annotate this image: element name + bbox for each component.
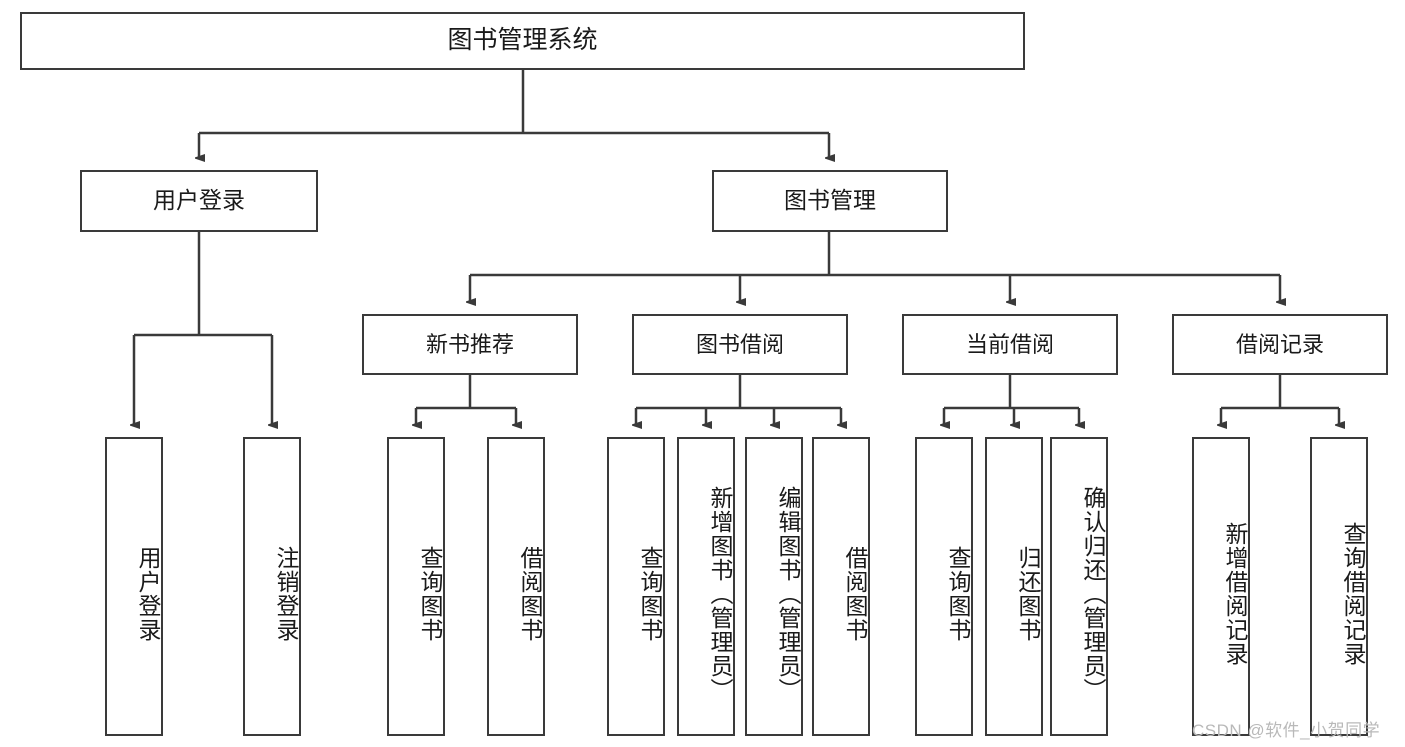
node-leaf-user-logout-label: 注销登录 [273, 545, 299, 642]
node-root[interactable]: 图书管理系统 [20, 12, 1025, 70]
node-leaf-user-login[interactable]: 用户登录 [105, 437, 163, 736]
node-leaf-borrow-book-2[interactable]: 借阅图书 [812, 437, 870, 736]
node-new-book-recommend[interactable]: 新书推荐 [362, 314, 578, 375]
node-borrow-record-label: 借阅记录 [1235, 331, 1324, 357]
node-leaf-query-record[interactable]: 查询借阅记录 [1310, 437, 1368, 736]
node-leaf-query-book-1-label: 查询图书 [417, 545, 443, 642]
watermark-text: CSDN @软件_小贺同学 [1192, 721, 1381, 740]
node-leaf-add-record[interactable]: 新增借阅记录 [1192, 437, 1250, 736]
node-book-manage-label: 图书管理 [784, 187, 876, 214]
node-leaf-return-book[interactable]: 归还图书 [985, 437, 1043, 736]
node-leaf-edit-book[interactable]: 编辑图书（管理员） [745, 437, 803, 736]
node-user-login[interactable]: 用户登录 [80, 170, 318, 232]
node-leaf-user-logout[interactable]: 注销登录 [243, 437, 301, 736]
node-leaf-borrow-book-2-label: 借阅图书 [842, 545, 868, 642]
node-leaf-borrow-book-1-label: 借阅图书 [517, 545, 543, 642]
node-leaf-add-book-label: 新增图书（管理员） [707, 485, 733, 702]
node-book-borrow-label: 图书借阅 [695, 331, 784, 357]
node-root-label: 图书管理系统 [447, 26, 598, 55]
node-leaf-edit-book-label: 编辑图书（管理员） [775, 485, 801, 702]
node-current-borrow[interactable]: 当前借阅 [902, 314, 1118, 375]
node-book-borrow[interactable]: 图书借阅 [632, 314, 848, 375]
node-current-borrow-label: 当前借阅 [965, 331, 1054, 357]
node-user-login-label: 用户登录 [153, 187, 245, 214]
node-book-manage[interactable]: 图书管理 [712, 170, 948, 232]
node-borrow-record[interactable]: 借阅记录 [1172, 314, 1388, 375]
node-leaf-query-record-label: 查询借阅记录 [1340, 521, 1366, 666]
node-leaf-user-login-label: 用户登录 [135, 545, 161, 642]
node-leaf-confirm-return-label: 确认归还（管理员） [1080, 485, 1106, 702]
node-leaf-query-book-3[interactable]: 查询图书 [915, 437, 973, 736]
node-leaf-confirm-return[interactable]: 确认归还（管理员） [1050, 437, 1108, 736]
node-leaf-return-book-label: 归还图书 [1015, 545, 1041, 642]
node-leaf-borrow-book-1[interactable]: 借阅图书 [487, 437, 545, 736]
node-leaf-query-book-2[interactable]: 查询图书 [607, 437, 665, 736]
node-leaf-query-book-1[interactable]: 查询图书 [387, 437, 445, 736]
node-leaf-query-book-2-label: 查询图书 [637, 545, 663, 642]
node-leaf-add-book[interactable]: 新增图书（管理员） [677, 437, 735, 736]
node-leaf-query-book-3-label: 查询图书 [945, 545, 971, 642]
node-leaf-add-record-label: 新增借阅记录 [1222, 521, 1248, 666]
node-new-book-recommend-label: 新书推荐 [425, 331, 514, 357]
